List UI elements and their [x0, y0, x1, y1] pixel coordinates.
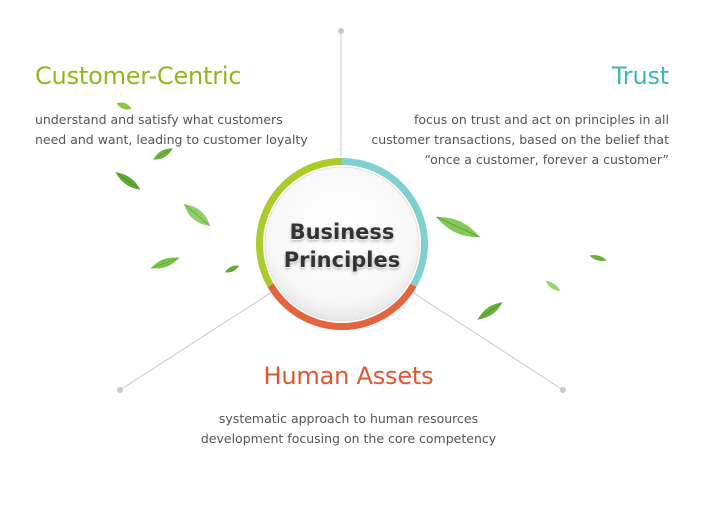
- center-ring: [251, 153, 433, 335]
- ring-arc-red: [267, 283, 417, 331]
- center-label-line2: Principles: [283, 248, 401, 272]
- customer-centric-description: understand and satisfy what customers ne…: [35, 110, 308, 150]
- trust-title: Trust: [611, 62, 669, 90]
- description-line: need and want, leading to customer loyal…: [35, 132, 308, 147]
- leaf-icon: [436, 216, 480, 238]
- leaf-icon: [116, 102, 132, 110]
- leaf-icon: [183, 203, 211, 227]
- center-disc: [264, 166, 420, 322]
- leaf-icon: [477, 302, 503, 320]
- leaf-icon: [545, 280, 561, 292]
- description-line: development focusing on the core compete…: [200, 431, 497, 446]
- trust-description: focus on trust and act on principles in …: [371, 110, 669, 170]
- connector-left: [119, 291, 273, 391]
- center-label: Business Principles: [251, 218, 433, 274]
- connector-right-dot: [560, 387, 566, 393]
- description-line: customer transactions, based on the beli…: [371, 132, 669, 147]
- connector-top-dot: [338, 28, 344, 34]
- leaf-icon: [150, 257, 180, 269]
- center-label-line1: Business: [289, 220, 395, 244]
- leaf-icon: [589, 255, 607, 261]
- customer-centric-title: Customer-Centric: [35, 62, 242, 90]
- leaf-icon: [115, 172, 141, 190]
- leaf-icons: [115, 102, 607, 320]
- leaf-icon: [153, 148, 173, 160]
- human-assets-description: systematic approach to human resources d…: [0, 409, 697, 449]
- description-line: understand and satisfy what customers: [35, 112, 283, 127]
- connector-right: [411, 291, 564, 391]
- description-line: systematic approach to human resources: [218, 411, 479, 426]
- leaf-icon: [224, 265, 240, 273]
- connector-left-dot: [117, 387, 123, 393]
- human-assets-title: Human Assets: [263, 362, 434, 390]
- description-line: focus on trust and act on principles in …: [413, 112, 669, 127]
- ring-arc-green: [255, 158, 342, 287]
- description-line: “once a customer, forever a customer”: [424, 152, 669, 167]
- ring-arc-teal: [342, 158, 429, 287]
